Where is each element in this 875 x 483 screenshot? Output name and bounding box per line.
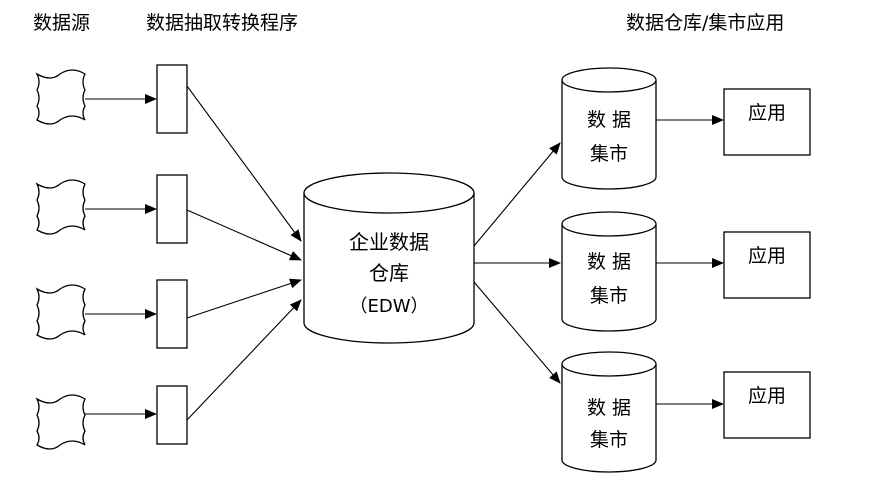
edw-label-line3: （EDW）: [349, 296, 428, 317]
edw-label-line2: 仓库: [369, 261, 409, 285]
etl-program-box-3: [156, 279, 188, 349]
data-source-2: [35, 179, 86, 235]
data-mart-3-label-line2: 集市: [590, 429, 628, 451]
application-label-3: 应用: [748, 385, 786, 407]
etl-program-box-1: [156, 64, 188, 134]
data-mart-2-label-line1: 数 据: [587, 251, 631, 273]
header-data-sources: 数据源: [33, 12, 91, 34]
application-box-3: 应用: [723, 371, 811, 439]
etl-program-box-4: [156, 385, 188, 445]
data-mart-1: 数 据 集市: [561, 67, 657, 190]
application-box-1: 应用: [723, 88, 811, 156]
data-mart-1-label-line2: 集市: [590, 143, 628, 165]
data-mart-1-label-line1: 数 据: [587, 109, 631, 131]
data-mart-2-label-line2: 集市: [590, 285, 628, 307]
arrow-edw-mart1: [473, 142, 561, 247]
application-box-2: 应用: [723, 231, 811, 299]
arrow-etl4-edw: [186, 299, 302, 421]
data-source-1: [35, 69, 86, 125]
data-source-4: [35, 394, 86, 450]
arrow-etl3-edw: [186, 278, 302, 319]
etl-program-box-2: [156, 174, 188, 244]
data-source-3: [35, 284, 86, 340]
application-label-1: 应用: [748, 102, 786, 124]
data-mart-3-label-line1: 数 据: [587, 397, 631, 419]
header-warehouse-apps: 数据仓库/集市应用: [626, 12, 785, 34]
arrow-edw-mart3: [473, 281, 561, 384]
edw-label-line1: 企业数据: [349, 230, 429, 254]
data-mart-3: 数 据 集市: [561, 351, 657, 473]
application-label-2: 应用: [748, 245, 786, 267]
arrow-etl2-edw: [186, 209, 302, 261]
header-etl-programs: 数据抽取转换程序: [146, 12, 299, 34]
data-mart-2: 数 据 集市: [561, 211, 657, 332]
arrow-etl1-edw: [186, 85, 302, 242]
edw-cylinder: 企业数据 仓库 （EDW）: [303, 172, 475, 344]
